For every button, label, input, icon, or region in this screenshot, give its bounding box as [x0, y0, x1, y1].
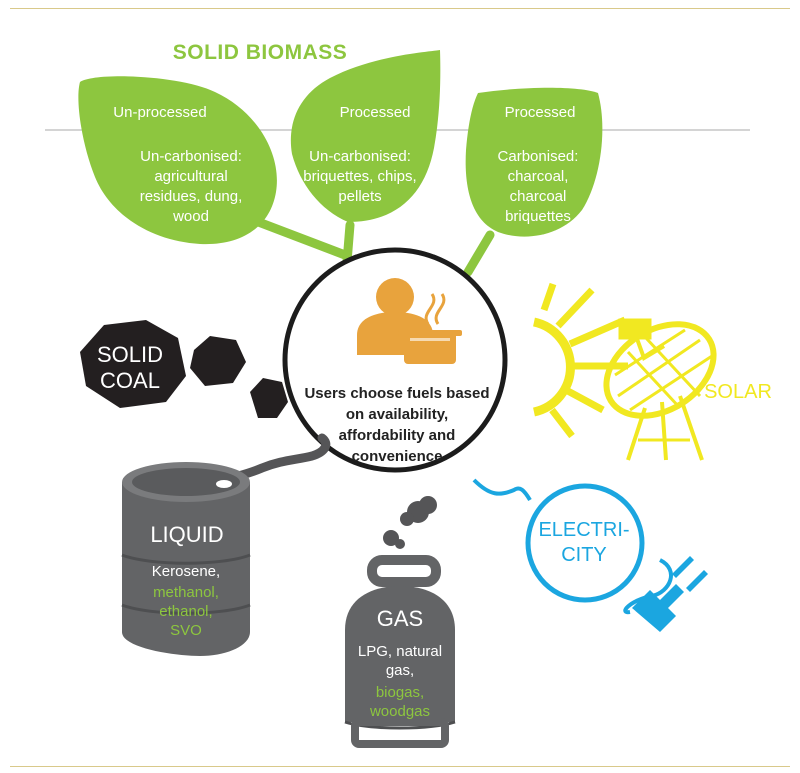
- liquid-barrel: [121, 462, 251, 656]
- coal-rock-large: [80, 320, 186, 408]
- solar-label: SOLAR: [704, 381, 772, 403]
- bottom-rule: [10, 766, 790, 767]
- leaf-1-body: Un-carbonised: agricultural residues, du…: [139, 148, 243, 225]
- leaf-2-body: Un-carbonised: briquettes, chips, pellet…: [303, 148, 417, 205]
- leaf-2-heading: Processed: [339, 104, 411, 121]
- gas-smoke: [383, 496, 437, 549]
- plug-icon: [632, 556, 708, 632]
- center-circle: [282, 247, 508, 473]
- gas-label: GAS: [376, 606, 424, 631]
- solid-biomass-title: SOLID BIOMASS: [172, 41, 348, 64]
- coal-rock-small: [190, 336, 246, 386]
- liquid-fossil-fuels: Kerosene,: [151, 563, 221, 580]
- electricity-circle: [525, 483, 645, 603]
- liquid-bio-fuels: methanol, ethanol, SVO: [153, 584, 219, 639]
- liquid-label: LIQUID: [150, 522, 224, 547]
- leaf-3-heading: Processed: [504, 104, 576, 121]
- leaf-1-heading: Un-processed: [113, 104, 207, 121]
- center-caption: Users choose fuels based on availability…: [304, 385, 490, 465]
- gas-cylinder: [344, 555, 456, 748]
- coal-rock-tiny: [250, 378, 288, 418]
- solar-cooker-icon: [603, 318, 717, 461]
- cooking-pot-icon: [398, 293, 462, 364]
- sun-icon: [532, 282, 628, 439]
- leaf-processed-carbonised: [465, 87, 603, 237]
- leaf-unprocessed: [78, 76, 277, 245]
- gas-fossil-fuels: LPG, natural gas,: [357, 643, 443, 679]
- coal-label: SOLID COAL: [96, 342, 164, 393]
- leaf-processed-uncarbonised: [290, 50, 441, 222]
- electricity-label: ELECTRI- CITY: [538, 519, 630, 566]
- leaf-3-body: Carbonised: charcoal, charcoal briquette…: [497, 148, 579, 225]
- gas-bio-fuels: biogas, woodgas: [369, 684, 431, 720]
- top-rule: [10, 8, 790, 9]
